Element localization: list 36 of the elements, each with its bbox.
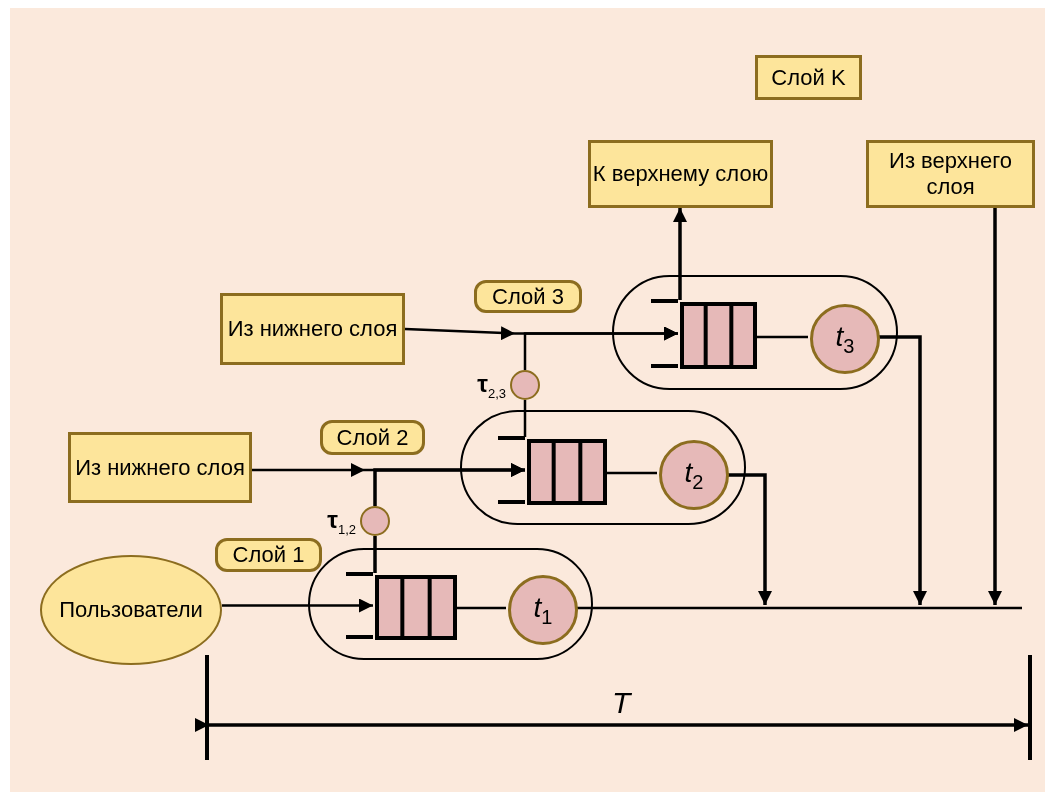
arrow	[523, 326, 678, 370]
arrow	[988, 208, 1002, 605]
box-text: Из верхнего слоя	[888, 148, 1013, 200]
label-box	[68, 432, 252, 503]
layer-capsule	[612, 275, 898, 390]
arrow	[673, 208, 687, 300]
box-text: Пользователи	[59, 597, 203, 623]
layer-tag	[215, 538, 322, 572]
box-text: Слой 2	[336, 424, 409, 451]
dimension-label: T	[612, 686, 631, 720]
box-text: Слой 1	[232, 542, 305, 568]
label-box	[755, 55, 862, 100]
math-label: t$_{3}$	[835, 320, 855, 358]
layer-capsule	[460, 410, 746, 525]
queue-symbol	[375, 575, 457, 640]
delay-label: τ$_{2,3}$	[477, 370, 506, 401]
layer-tag	[474, 280, 582, 313]
label-box	[220, 293, 405, 365]
box-text: Слой 3	[492, 283, 564, 310]
box-text: К верхнему слою	[592, 161, 769, 187]
math-label: t$_{1}$	[533, 591, 553, 629]
box-text: Из нижнего слоя	[227, 316, 398, 342]
box-text: Из нижнего слоя	[75, 454, 245, 481]
arrow	[727, 473, 772, 605]
math-label: t$_{2}$	[684, 456, 704, 494]
label-box	[866, 140, 1035, 208]
arrow	[373, 463, 525, 506]
layer-tag	[320, 420, 425, 455]
arrow	[878, 335, 927, 605]
label-box	[588, 140, 773, 208]
box-text: Слой K	[771, 64, 846, 91]
arrow	[222, 598, 373, 613]
layer-capsule	[308, 548, 593, 660]
queue-symbol	[527, 439, 607, 505]
delay-label: τ$_{1,2}$	[327, 506, 356, 537]
queue-symbol	[680, 302, 757, 369]
